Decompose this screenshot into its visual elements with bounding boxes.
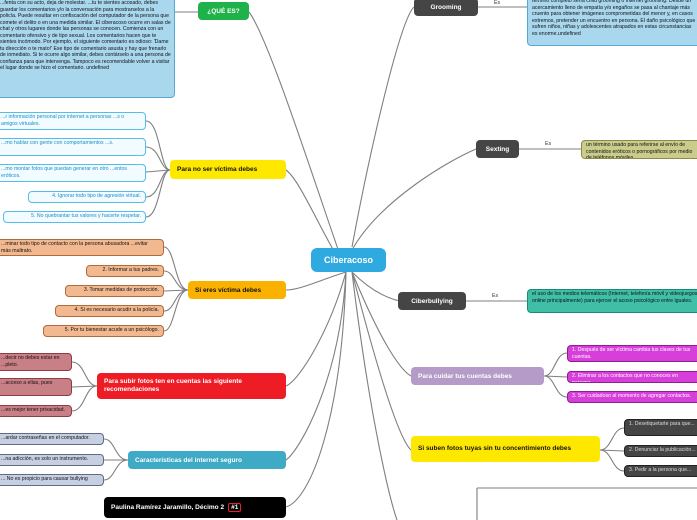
si-victima-item[interactable]: ...minar todo tipo de contacto con la pe…	[0, 239, 164, 256]
no-victima-label: Para no ser víctima debes	[177, 166, 258, 173]
grooming-link-label: Es	[494, 0, 501, 6]
ciberbullying-link-label: Es	[492, 293, 499, 299]
sexting-description: un término usado para referirse al envío…	[581, 140, 697, 159]
caracteristicas-item[interactable]: ... No es propicio para causar bullying	[0, 474, 104, 486]
que-es-description: ...fenta con su acto, deja de molestar. …	[0, 0, 175, 98]
cuidar-cuentas-item[interactable]: 1. Después de ser víctima cambia tus cla…	[567, 345, 697, 362]
sin-consentimiento-label: Si suben fotos tuyas sin tu concentimien…	[418, 444, 572, 452]
si-victima-item[interactable]: 5. Por tu bienestar acude a un psicólogo…	[43, 325, 164, 337]
author-topic[interactable]: Paulina Ramírez Jaramillo, Décimo 2 #1	[104, 497, 286, 518]
si-victima-topic[interactable]: Si eres víctima debes	[188, 281, 286, 299]
no-victima-item[interactable]: 4. Ignorar todo tipo de agresión virtual…	[28, 191, 146, 203]
si-victima-item[interactable]: 3. Tomar medidas de protección.	[65, 285, 164, 297]
caracteristicas-item[interactable]: ...na adicción, es solo un instrumento.	[0, 454, 104, 466]
cuidar-cuentas-item[interactable]: 2. Eliminar a los contactos que no conoc…	[567, 371, 697, 383]
subir-fotos-item[interactable]: ...acceso a ellas, pues	[0, 378, 72, 396]
caracteristicas-item[interactable]: ...ardar contraseñas en el computador.	[0, 433, 104, 445]
que-es-topic[interactable]: ¿QUÉ ES?	[198, 2, 249, 20]
no-victima-item[interactable]: ...mo montar fotos que puedan generar en…	[0, 164, 146, 182]
grooming-label: Grooming	[430, 3, 462, 11]
cuidar-cuentas-item[interactable]: 3. Ser cuidadoso al momento de agregar c…	[567, 391, 697, 403]
no-victima-item[interactable]: ...mo hablar con gente con comportamient…	[0, 138, 146, 156]
author-label: Paulina Ramírez Jaramillo, Décimo 2	[111, 504, 225, 511]
central-topic[interactable]: Ciberacoso	[311, 248, 386, 272]
ciberbullying-topic[interactable]: Ciberbullying	[398, 292, 466, 310]
no-victima-item[interactable]: ...r información personal por internet a…	[0, 112, 146, 130]
sexting-label: Sexting	[485, 145, 510, 153]
no-victima-item[interactable]: 5. No quebrantar tus valores y hacerte r…	[3, 211, 146, 223]
grooming-topic[interactable]: Grooming	[414, 0, 478, 16]
subir-fotos-label: Para subir fotos ten en cuentas las sigu…	[104, 377, 242, 394]
ciberbullying-description: el uso de los medios telemáticos (Intern…	[527, 289, 697, 313]
caracteristicas-topic[interactable]: Características del internet seguro	[128, 451, 286, 469]
cuidar-cuentas-topic[interactable]: Para cuidar tus cuentas debes	[411, 367, 544, 385]
subir-fotos-item[interactable]: ...decir no debes estar en ...pleto.	[0, 353, 72, 371]
cuidar-cuentas-label: Para cuidar tus cuentas debes	[418, 372, 512, 380]
si-victima-item[interactable]: 2. Informar a tus padres.	[86, 265, 164, 277]
si-victima-label: Si eres víctima debes	[195, 286, 262, 294]
central-topic-label: Ciberacoso	[323, 255, 374, 265]
si-victima-item[interactable]: 4. Si es necesario acudir a la policía.	[55, 305, 164, 317]
topic-number-tag: #1	[228, 503, 242, 512]
ciberbullying-label: Ciberbullying	[411, 297, 453, 305]
sin-consentimiento-topic[interactable]: Si suben fotos tuyas sin tu concentimien…	[411, 436, 600, 462]
no-victima-topic[interactable]: Para no ser víctima debes	[170, 160, 286, 179]
sin-consentimiento-item[interactable]: 1. Desetiquetarte para que...	[624, 419, 697, 436]
sin-consentimiento-item[interactable]: 3. Pedir a la persona que...	[624, 465, 697, 477]
caracteristicas-label: Características del internet seguro	[135, 456, 242, 464]
grooming-description: término completo sería child grooming o …	[527, 0, 697, 46]
sexting-topic[interactable]: Sexting	[476, 140, 519, 158]
sin-consentimiento-item[interactable]: 2. Denunciar la publicación...	[624, 445, 697, 457]
que-es-label: ¿QUÉ ES?	[207, 7, 240, 15]
subir-fotos-topic[interactable]: Para subir fotos ten en cuentas las sigu…	[97, 373, 286, 399]
subir-fotos-item[interactable]: ...es mejor tener privacidad.	[0, 405, 72, 417]
sexting-link-label: Es	[545, 141, 552, 147]
